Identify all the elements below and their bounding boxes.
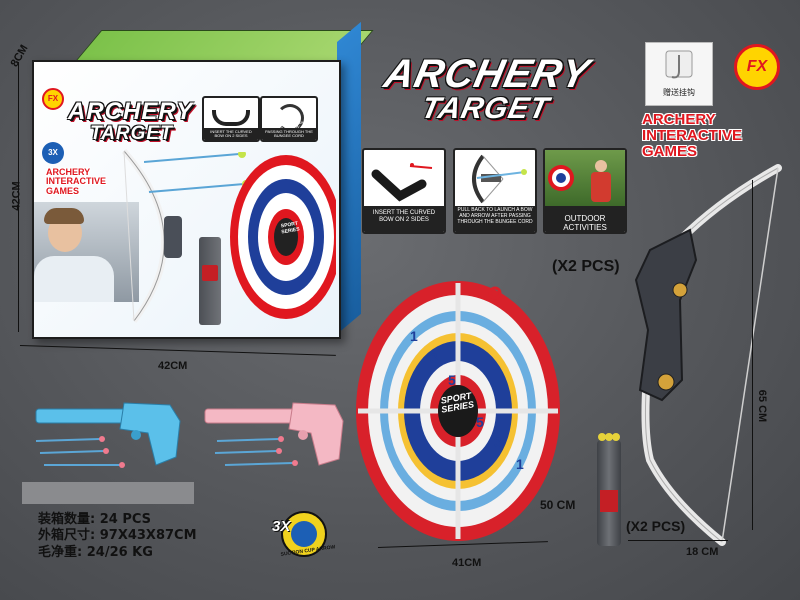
panel-step1: INSERT THE CURVED BOW ON 2 SIDES bbox=[362, 148, 446, 234]
panel-step3-caption-bg bbox=[545, 206, 625, 232]
bow-graphic bbox=[634, 164, 782, 546]
dim-box-depth: 8CM bbox=[8, 42, 31, 70]
dim-bow-width-line bbox=[628, 540, 728, 541]
hook-gift-label: 赠送挂钩 bbox=[663, 88, 695, 97]
specs-carton-size: 外箱尺寸: 97X43X87CM bbox=[38, 528, 197, 544]
target-bullseye bbox=[438, 385, 478, 437]
box-arrows-graphic bbox=[144, 152, 250, 193]
dim-bow-height-line bbox=[752, 180, 753, 530]
dim-bow-width: 18 CM bbox=[686, 546, 719, 558]
main-subtitle-line3: GAMES bbox=[642, 142, 698, 160]
main-subtitle: ARCHERY INTERACTIVE GAMES bbox=[642, 112, 742, 159]
box-title-line1: ARCHERY bbox=[68, 98, 194, 125]
dim-box-height: 42CM bbox=[10, 181, 23, 211]
packing-specs: 装箱数量: 24 PCS 外箱尺寸: 97X43X87CM 毛净重: 24/26… bbox=[38, 512, 197, 561]
box-bow-graphic bbox=[121, 149, 182, 323]
panel-step3-photo bbox=[545, 150, 625, 206]
box-brand-logo-text: FX bbox=[47, 94, 59, 103]
dim-quiver-height: 50 CM bbox=[540, 498, 576, 512]
bow-riser-emblem-bottom bbox=[657, 373, 675, 391]
box-title-line2: TARGET bbox=[90, 123, 173, 144]
suction-cup-badge bbox=[281, 511, 327, 557]
box-panel-2-caption: PULL BACK TO LAUNCH A BOW AND ARROW AFTE… bbox=[264, 119, 314, 139]
hook-icon bbox=[665, 50, 693, 79]
box-title: ARCHERY TARGET bbox=[68, 98, 194, 144]
panel-step3-caption: OUTDOOR ACTIVITIES bbox=[563, 214, 607, 233]
panel-step3-boy-face bbox=[595, 160, 607, 172]
panel-step1-caption: INSERT THE CURVED BOW ON 2 SIDES bbox=[372, 210, 436, 223]
bow-riser-emblem-top bbox=[672, 282, 688, 298]
box-subtitle-line3: GAMES bbox=[46, 185, 80, 196]
target-number-5a: 5 bbox=[448, 372, 456, 388]
main-title: ARCHERY TARGET bbox=[375, 52, 594, 125]
specs-weight: 毛净重: 24/26 KG bbox=[38, 544, 153, 560]
specs-quantity: 装箱数量: 24 PCS bbox=[38, 512, 152, 527]
bow-riser bbox=[634, 228, 698, 402]
box-panel-1-bow-icon bbox=[212, 110, 250, 126]
panel-step3-target-icon bbox=[548, 165, 574, 191]
bow-quantity: (X2 PCS) bbox=[552, 258, 620, 275]
target-number-1b: 1 bbox=[516, 456, 524, 472]
box-panel-1: INSERT THE CURVED BOW ON 2 SIDES bbox=[202, 96, 260, 142]
suction-cup-badge-text: 3X bbox=[272, 518, 291, 535]
dim-target-width: 41CM bbox=[452, 557, 482, 569]
main-title-line1: ARCHERY bbox=[380, 52, 594, 96]
dim-box-width: 42CM bbox=[158, 360, 188, 372]
box-subtitle-line1: ARCHERY bbox=[46, 167, 91, 177]
box-brand-logo: FX bbox=[42, 88, 64, 110]
panel-step2: PULL BACK TO LAUNCH A BOW AND ARROW AFTE… bbox=[453, 148, 537, 234]
brand-logo-text: FX bbox=[746, 58, 768, 75]
box-quiver-label bbox=[202, 265, 218, 281]
box-badge-text: 3X bbox=[48, 148, 58, 157]
panel-step2-caption: PULL BACK TO LAUNCH A BOW AND ARROW AFTE… bbox=[457, 207, 533, 225]
box-subtitle-line2: INTERACTIVE bbox=[46, 176, 107, 187]
panel-step3-boy-shirt bbox=[591, 172, 611, 202]
target-hang-loop bbox=[488, 286, 502, 300]
box-target-graphic bbox=[230, 155, 336, 319]
panel-step1-caption-bg bbox=[364, 206, 444, 232]
boy-hair bbox=[44, 208, 84, 224]
quiver bbox=[597, 440, 621, 546]
bow-string bbox=[721, 167, 779, 543]
panel-step2-caption-bg bbox=[455, 206, 535, 232]
boy-photo bbox=[34, 202, 139, 302]
toy-gun-blue bbox=[35, 402, 181, 468]
box-subtitle: ARCHERY INTERACTIVE GAMES bbox=[46, 167, 107, 196]
quiver-arrow-tips bbox=[598, 433, 620, 441]
box-quiver bbox=[199, 237, 221, 325]
boy-shirt bbox=[34, 256, 114, 302]
dim-box-height-line bbox=[18, 62, 19, 332]
panel-step1-icon bbox=[371, 163, 433, 202]
quiver-label bbox=[600, 490, 618, 512]
box-panel-2: PULL BACK TO LAUNCH A BOW AND ARROW AFTE… bbox=[260, 96, 318, 142]
dim-bow-height: 65 CM bbox=[756, 389, 769, 423]
toy-gun-pink bbox=[204, 402, 344, 466]
hook-gift: 赠送挂钩 bbox=[645, 42, 713, 106]
panel-step2-icon bbox=[472, 154, 527, 204]
target-board bbox=[356, 281, 560, 541]
target-number-1a: 1 bbox=[410, 328, 418, 344]
box-badge: 3X bbox=[42, 142, 64, 164]
blank-label-band bbox=[22, 482, 194, 504]
box-panel-2-caption-bg bbox=[262, 128, 316, 140]
target-number-5b: 5 bbox=[476, 414, 484, 430]
gift-box: FX ARCHERY TARGET 3X ARCHERY INTERACTIVE… bbox=[32, 60, 341, 339]
main-subtitle-line2: INTERACTIVE bbox=[642, 126, 743, 144]
box-panel-1-caption-bg bbox=[204, 128, 258, 140]
box-panel-1-caption: INSERT THE CURVED BOW ON 2 SIDES bbox=[210, 128, 252, 139]
dim-box-width-line bbox=[19, 345, 336, 356]
target-number-3b: 3 bbox=[494, 434, 502, 450]
main-subtitle-line1: ARCHERY bbox=[642, 111, 716, 128]
target-number-3a: 3 bbox=[430, 350, 438, 366]
main-title-line2: TARGET bbox=[418, 92, 553, 125]
panel-step3: OUTDOOR ACTIVITIES bbox=[543, 148, 627, 234]
brand-logo: FX bbox=[734, 44, 780, 90]
quiver-quantity: (X2 PCS) bbox=[626, 518, 686, 534]
